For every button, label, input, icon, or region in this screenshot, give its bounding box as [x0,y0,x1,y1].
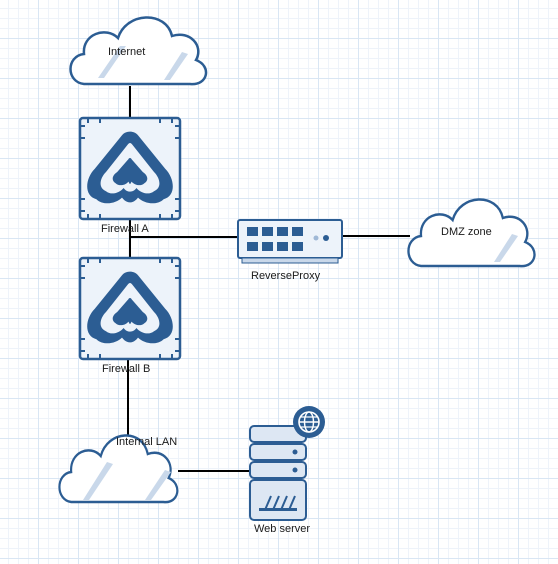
firewall-b-label: Firewall B [102,363,150,375]
cloud-icon [58,434,179,504]
connectors [127,86,410,472]
dmz-zone-node[interactable] [407,198,536,268]
web-server-node[interactable] [249,406,325,521]
network-switch-icon [237,219,343,264]
cloud-icon [69,16,208,86]
internet-label: Internet [108,46,145,58]
firewall-a-label: Firewall A [101,223,149,235]
web-server-icon [249,406,325,521]
dmz-zone-label: DMZ zone [441,226,492,238]
firewall-icon [78,256,182,361]
internal-lan-label: Internal LAN [116,436,177,448]
web-server-label: Web server [254,523,310,535]
cloud-icon [407,198,536,268]
firewall-icon [78,116,182,221]
firewall-a-node[interactable] [78,116,182,221]
internal-lan-node[interactable] [58,434,179,504]
reverseproxy-label: ReverseProxy [251,270,321,282]
internet-node[interactable] [69,16,208,86]
reverseproxy-node[interactable] [237,219,343,264]
firewall-b-node[interactable] [78,256,182,361]
globe-icon [293,406,325,438]
